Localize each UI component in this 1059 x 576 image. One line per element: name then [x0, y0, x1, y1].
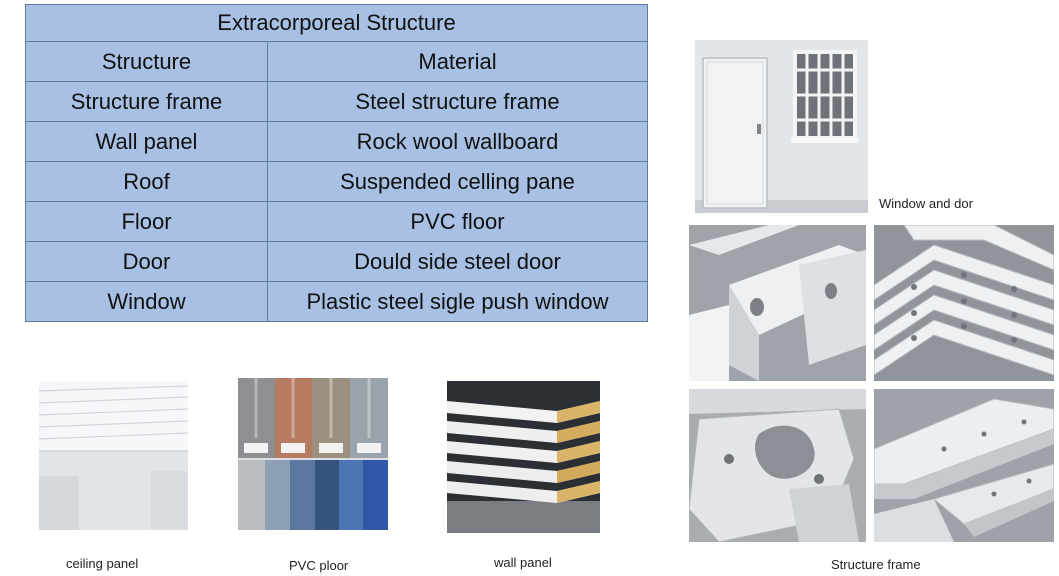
cell-structure: Window	[25, 281, 268, 322]
cell-material: PVC floor	[267, 201, 648, 242]
table-row: Roof Suspended celling pane	[25, 161, 648, 202]
cell-structure: Wall panel	[25, 121, 268, 162]
table-row: Floor PVC floor	[25, 201, 648, 242]
pvc-floor-photo	[238, 378, 388, 530]
header-structure: Structure	[25, 41, 268, 82]
header-material: Material	[267, 41, 648, 82]
table-row: Structure frame Steel structure frame	[25, 81, 648, 122]
cell-material: Steel structure frame	[267, 81, 648, 122]
caption-structure-frame: Structure frame	[831, 557, 921, 572]
table-row: Wall panel Rock wool wallboard	[25, 121, 648, 162]
window-door-photo	[695, 40, 868, 213]
caption-window-door: Window and dor	[879, 196, 973, 211]
table-title: Extracorporeal Structure	[25, 4, 648, 42]
cell-material: Rock wool wallboard	[267, 121, 648, 162]
wall-panel-photo	[447, 381, 600, 533]
steel-frame-photo-2	[874, 225, 1054, 381]
steel-frame-photo-1	[689, 225, 866, 381]
cell-structure: Door	[25, 241, 268, 282]
caption-wall-panel: wall panel	[494, 555, 552, 570]
table-row: Window Plastic steel sigle push window	[25, 281, 648, 322]
cell-material: Plastic steel sigle push window	[267, 281, 648, 322]
structure-spec-table: Extracorporeal Structure Structure Mater…	[25, 4, 648, 322]
table-title-row: Extracorporeal Structure	[25, 4, 648, 42]
table-header-row: Structure Material	[25, 41, 648, 82]
table-row: Door Dould side steel door	[25, 241, 648, 282]
caption-ceiling-panel: ceiling panel	[66, 556, 139, 571]
ceiling-panel-photo	[39, 381, 188, 530]
steel-frame-photo-4	[874, 389, 1054, 542]
cell-material: Dould side steel door	[267, 241, 648, 282]
steel-frame-photo-3	[689, 389, 866, 542]
caption-pvc-floor: PVC ploor	[289, 558, 349, 573]
cell-structure: Floor	[25, 201, 268, 242]
cell-structure: Structure frame	[25, 81, 268, 122]
cell-material: Suspended celling pane	[267, 161, 648, 202]
cell-structure: Roof	[25, 161, 268, 202]
